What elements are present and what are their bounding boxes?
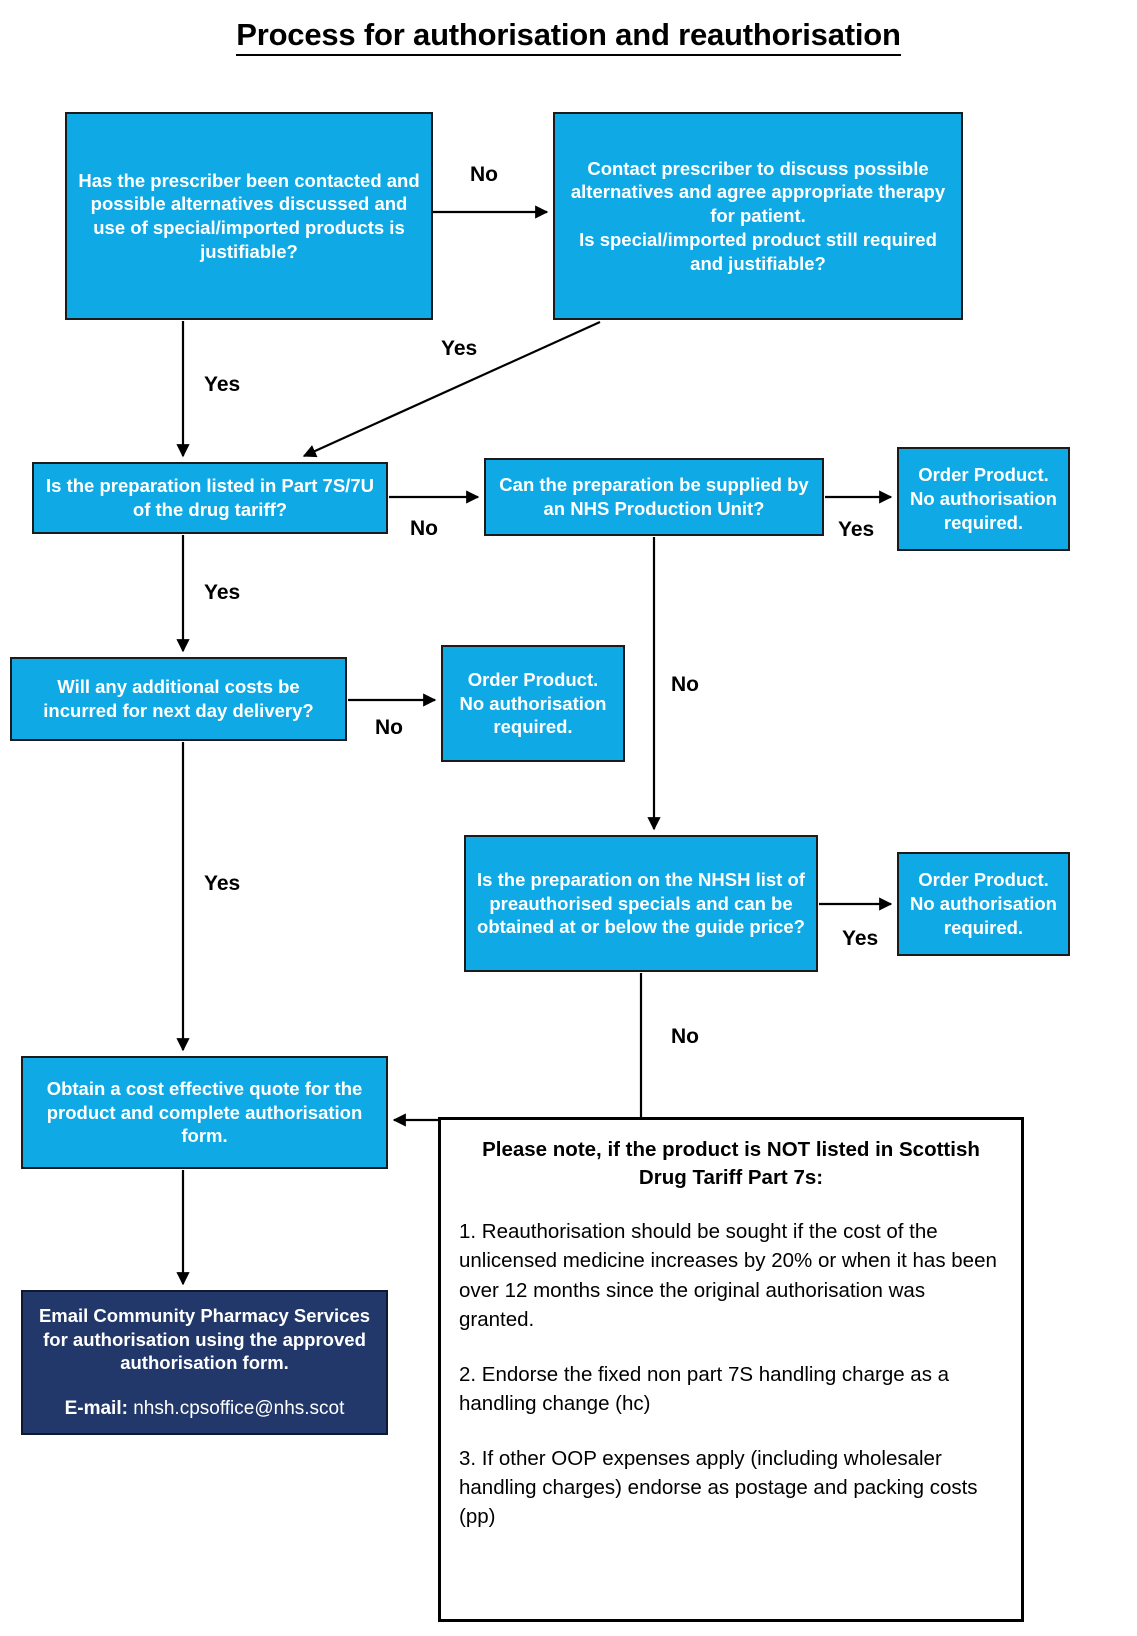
- node-text: Obtain a cost effective quote for the pr…: [46, 1077, 363, 1147]
- node-nhs-production-unit: Can the preparation be supplied by an NH…: [484, 458, 824, 536]
- node-text: Order Product. No authorisation required…: [910, 464, 1057, 533]
- node-contact-prescriber: Contact prescriber to discuss possible a…: [553, 112, 963, 320]
- edge-label-no-production: No: [671, 673, 699, 696]
- node-order-product-3: Order Product. No authorisation required…: [897, 852, 1070, 956]
- edge-label-no-additional: No: [375, 716, 403, 739]
- edge-label-no-nhsh: No: [671, 1025, 699, 1048]
- node-additional-costs: Will any additional costs be incurred fo…: [10, 657, 347, 741]
- edge-label-yes-production: Yes: [838, 518, 875, 541]
- note-item: 3. If other OOP expenses apply (includin…: [459, 1447, 978, 1529]
- node-text: Is the preparation on the NHSH list of p…: [477, 868, 805, 938]
- email-address[interactable]: nhsh.cpsoffice@nhs.scot: [133, 1397, 345, 1419]
- node-text: Will any additional costs be incurred fo…: [43, 676, 314, 721]
- note-panel: Please note, if the product is NOT liste…: [438, 1117, 1024, 1622]
- edge-nhsh-to-quote: [392, 973, 643, 1127]
- email-label: E-mail:: [64, 1397, 128, 1419]
- page-title-text: Process for authorisation and reauthoris…: [236, 17, 901, 56]
- edge-label-yes-left-2: Yes: [204, 581, 241, 604]
- edge-label-yes-left-1: Yes: [204, 373, 241, 396]
- edge-label-yes-diagonal: Yes: [441, 337, 478, 360]
- node-text: Email Community Pharmacy Services for au…: [38, 1304, 371, 1374]
- node-order-product-1: Order Product. No authorisation required…: [897, 447, 1070, 551]
- node-listed-part-7s7u: Is the preparation listed in Part 7S/7U …: [32, 462, 388, 534]
- edge-label-no-part7: No: [410, 517, 438, 540]
- email-line: E-mail: nhsh.cpsoffice@nhs.scot: [65, 1397, 345, 1421]
- edge-label-no-top: No: [470, 163, 498, 186]
- edge-label-yes-nhsh: Yes: [842, 927, 879, 950]
- note-item: 1. Reauthorisation should be sought if t…: [459, 1220, 997, 1331]
- node-text: Can the preparation be supplied by an NH…: [499, 474, 809, 519]
- node-obtain-quote: Obtain a cost effective quote for the pr…: [21, 1056, 388, 1169]
- node-text: Is the preparation listed in Part 7S/7U …: [46, 475, 374, 520]
- node-text: Contact prescriber to discuss possible a…: [570, 157, 946, 274]
- note-title: Please note, if the product is NOT liste…: [482, 1138, 980, 1189]
- node-order-product-2: Order Product. No authorisation required…: [441, 645, 625, 762]
- node-text: Order Product. No authorisation required…: [910, 869, 1057, 938]
- node-text: Has the prescriber been contacted and po…: [78, 169, 420, 262]
- node-text: Order Product. No authorisation required…: [459, 668, 607, 738]
- node-nhsh-preauthorised: Is the preparation on the NHSH list of p…: [464, 835, 818, 972]
- node-prescriber-contacted: Has the prescriber been contacted and po…: [65, 112, 433, 320]
- page-title: Process for authorisation and reauthoris…: [0, 17, 1137, 56]
- note-item: 2. Endorse the fixed non part 7S handlin…: [459, 1362, 950, 1415]
- edge-label-yes-left-3: Yes: [204, 872, 241, 895]
- node-email-cps: Email Community Pharmacy Services for au…: [21, 1290, 388, 1435]
